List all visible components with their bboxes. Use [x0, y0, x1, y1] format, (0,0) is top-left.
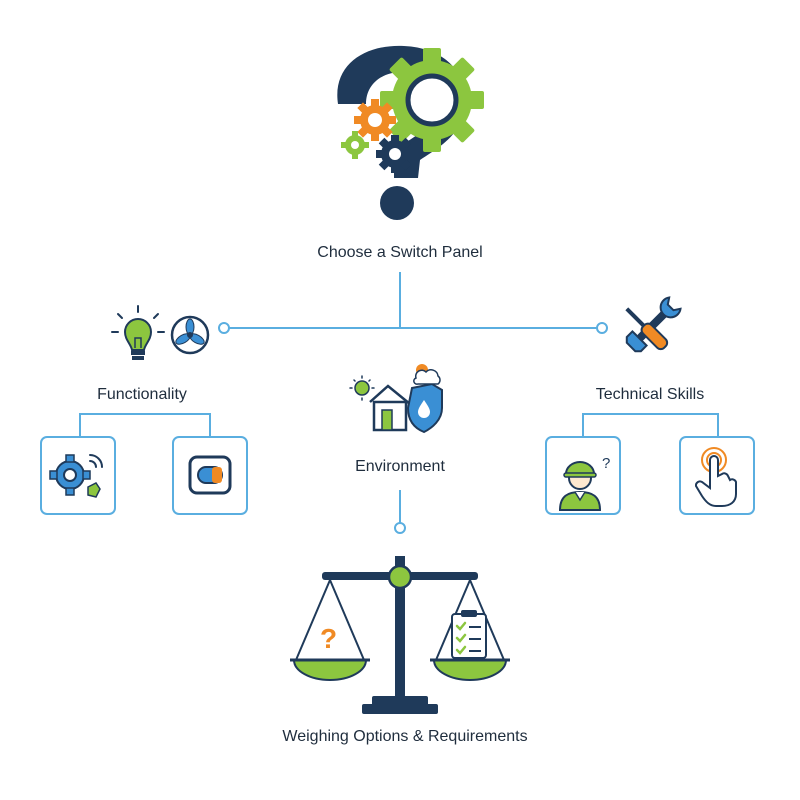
worker-question-icon: ?	[558, 455, 610, 511]
technical-skills-label: Technical Skills	[595, 386, 705, 403]
connector-technical-boxes	[582, 413, 719, 437]
touch-hand-icon	[694, 447, 737, 507]
weighing-label: Weighing Options & Requirements	[282, 728, 528, 745]
node-left	[218, 322, 230, 334]
node-bottom	[394, 522, 406, 534]
gear-wireless-box	[40, 436, 116, 515]
question-mark-gears-icon	[337, 45, 484, 220]
house-weather-shield-icon	[349, 364, 443, 434]
node-right	[596, 322, 608, 334]
touch-hand-box	[679, 436, 755, 515]
toggle-switch-box	[172, 436, 248, 515]
environment-label: Environment	[355, 458, 445, 475]
toggle-switch-icon	[188, 455, 232, 495]
worker-question-box: ?	[545, 436, 621, 515]
question-glyph: ?	[320, 623, 337, 654]
light-bulb-icon	[111, 305, 165, 360]
wrench-screwdriver-icon	[625, 296, 682, 353]
checklist-icon	[451, 610, 487, 659]
title-label: Choose a Switch Panel	[317, 244, 483, 261]
functionality-label: Functionality	[97, 386, 187, 403]
gear-wireless-icon	[49, 454, 103, 498]
fan-icon	[170, 315, 210, 355]
svg-text:?: ?	[602, 455, 610, 472]
connectors	[79, 272, 719, 528]
connector-functionality-boxes	[79, 413, 211, 437]
balance-scale-icon: ?	[290, 556, 510, 714]
